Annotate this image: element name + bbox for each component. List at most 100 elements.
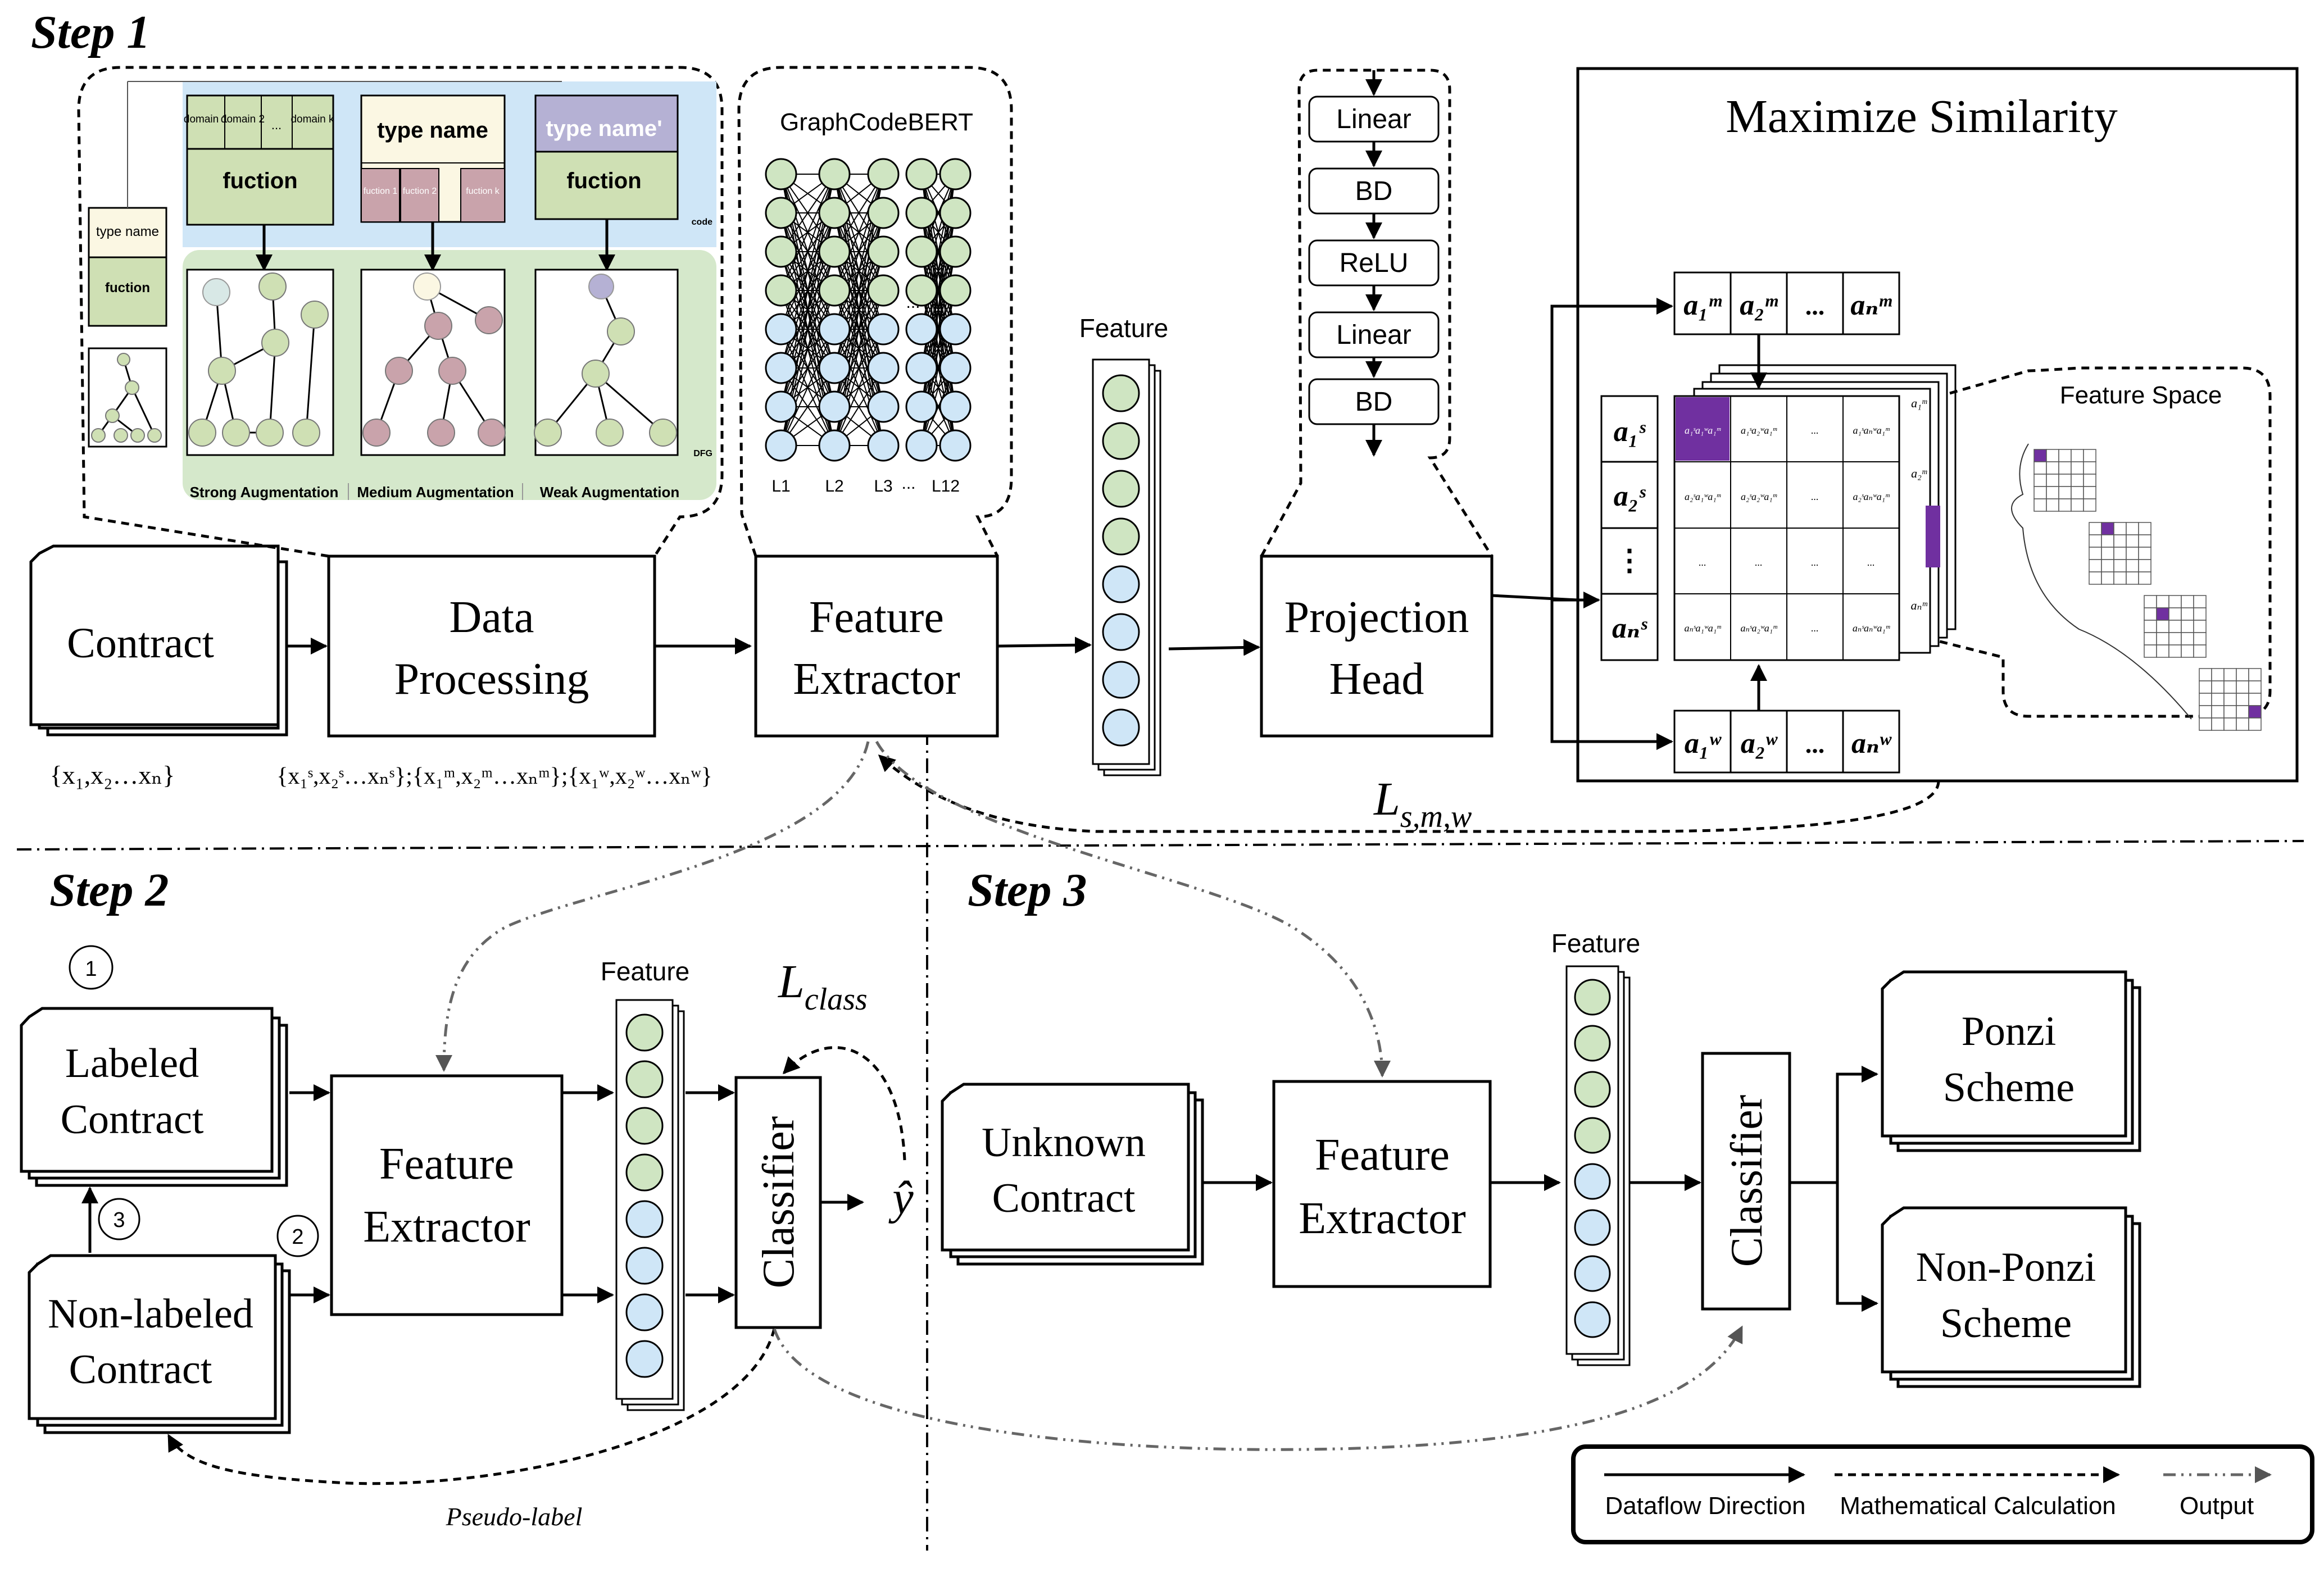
feature-label-step3: Feature: [1551, 929, 1641, 958]
bottom-cell-1: a₁ʷ: [1685, 728, 1722, 760]
code-card-strong: [186, 94, 334, 226]
feature-space-cell: [2058, 474, 2072, 487]
feature-space-cell: [2071, 498, 2084, 512]
feature-space-cell: [2071, 486, 2084, 499]
matrix-cell-text: a₂ˢaₙʷa₁ᵐ: [1853, 491, 1890, 502]
step1-label: Step 1: [31, 6, 150, 58]
feature-space-cell: [2156, 620, 2169, 633]
feature-space-cell: [2199, 680, 2212, 694]
graphcodebert-network: [765, 158, 972, 462]
feature-space-cell: [2083, 474, 2096, 487]
feature-space-cell: [2126, 571, 2139, 585]
augmentation-callout: [77, 66, 724, 558]
feature-space-cell: [2046, 498, 2059, 512]
contract-formula: {x₁,x₂…xₙ}: [50, 761, 175, 789]
matrix-cell-text: ...: [1811, 557, 1819, 568]
fe-step2-line1: Feature: [379, 1139, 514, 1189]
fe-step1-line1: Feature: [809, 593, 944, 642]
feature-space-cell: [2034, 461, 2047, 475]
data-processing-line1: Data: [449, 593, 534, 642]
labeled-contract-line2: Contract: [61, 1097, 204, 1143]
contract-label: Contract: [67, 620, 214, 667]
feature-space-cell: [2089, 571, 2102, 585]
matrix-cell-text: ...: [1811, 491, 1819, 502]
unknown-contract-line2: Contract: [992, 1175, 1136, 1221]
gcb-node: [765, 390, 797, 423]
feature-node: [1574, 1025, 1611, 1062]
strong-augmentation-label: Strong Augmentation: [190, 484, 339, 501]
layer-label-ellipsis: ...: [901, 474, 915, 493]
feature-space-cell: [2034, 474, 2047, 487]
data-processing-formula: {x₁ˢ,x₂ˢ…xₙˢ};{x₁ᵐ,x₂ᵐ…xₙᵐ};{x₁ʷ,x₂ʷ…xₙʷ…: [276, 763, 712, 789]
fuction-cell-2: fuction 2: [403, 187, 437, 196]
layer-label-l2: L2: [825, 477, 843, 496]
feature-space-grid: [2011, 443, 2262, 731]
gcb-node: [939, 158, 972, 190]
feature-space-cell: [2199, 693, 2212, 706]
feature-space-cell: [2138, 559, 2151, 572]
domain-cell-2: domain 2: [221, 113, 265, 125]
output-arrow-fe-to-fe-step2: [435, 741, 870, 1072]
matrix-cell-text: a₂ˢa₁ʷa₁ᵐ: [1685, 491, 1722, 502]
ponzi-scheme-stack: [1881, 970, 2141, 1152]
gcb-node: [905, 390, 938, 423]
feature-space-cell: [2144, 632, 2157, 646]
feature-label-step1: Feature: [1079, 313, 1169, 343]
feature-node: [625, 1200, 664, 1238]
step-circle-3-label: 3: [113, 1208, 125, 1232]
step-circle-2-label: 2: [292, 1225, 303, 1249]
step2-label: Step 2: [49, 864, 169, 916]
feature-node: [1574, 1255, 1611, 1292]
feature-space-cell: [2046, 474, 2059, 487]
feature-space-cell: [2199, 668, 2212, 681]
legend-math-label: Mathematical Calculation: [1840, 1492, 2116, 1520]
feature-node: [625, 1060, 664, 1098]
output-arrow-classifier-to-classifier: [773, 1325, 1744, 1451]
proj-layer-linear-1-label: Linear: [1336, 104, 1411, 134]
contract-stack: [29, 544, 288, 737]
similarity-title: Maximize Similarity: [1726, 90, 2118, 143]
top-cell-ellipsis: ...: [1805, 292, 1825, 320]
layer-label-l1: L1: [771, 477, 790, 496]
gcb-node: [765, 274, 797, 307]
gcb-node: [939, 197, 972, 229]
feature-node: [1574, 1117, 1611, 1154]
matrix-cell-text: a₁ˢa₂ʷa₁ᵐ: [1741, 425, 1778, 436]
feature-space-cell: [2034, 486, 2047, 499]
feature-space-cell: [2248, 693, 2262, 706]
matrix-cell-text: a₁ˢa₁ʷa₁ᵐ: [1685, 425, 1722, 436]
loss-label-step1: Ls,m,w: [1373, 773, 1472, 834]
medium-type-name: type name: [377, 118, 488, 143]
feature-space-cell: [2058, 449, 2072, 462]
feature-space-cell: [2156, 595, 2169, 608]
small-graph: [91, 353, 162, 443]
feature-space-cell: [2236, 680, 2249, 694]
feature-space-cell: [2144, 595, 2157, 608]
gcb-node: [765, 429, 797, 462]
horizontal-divider: [16, 840, 2304, 851]
feature-space-cell: [2113, 571, 2127, 585]
feature-space-cell: [2168, 595, 2182, 608]
bottom-cell-2: a₂ʷ: [1741, 728, 1778, 760]
feature-space-cell: [2181, 607, 2194, 621]
feature-space-cell: [2223, 680, 2237, 694]
feature-space-cell: [2071, 474, 2084, 487]
small-type-name: type name: [96, 224, 159, 239]
feature-node: [1102, 422, 1140, 460]
feature-space-cell: [2144, 644, 2157, 658]
matrix-cell-text: ...: [1755, 557, 1763, 568]
loss-label-step2: Lclass: [778, 956, 868, 1017]
feature-space-cell: [2181, 644, 2194, 658]
gcb-node: [867, 429, 900, 462]
dfg-graph-strong: [188, 272, 329, 447]
feature-space-cell: [2126, 522, 2139, 535]
legend-output-label: Output: [2180, 1492, 2254, 1520]
feature-node: [1102, 613, 1140, 651]
non-ponzi-line2: Scheme: [1940, 1301, 2072, 1347]
proj-layer-bd-1-label: BD: [1355, 176, 1393, 206]
bottom-cell-ellipsis: ...: [1805, 730, 1825, 758]
data-processing-line2: Processing: [394, 654, 589, 704]
left-col-as: [1600, 395, 1659, 661]
gcb-node: [867, 197, 900, 229]
